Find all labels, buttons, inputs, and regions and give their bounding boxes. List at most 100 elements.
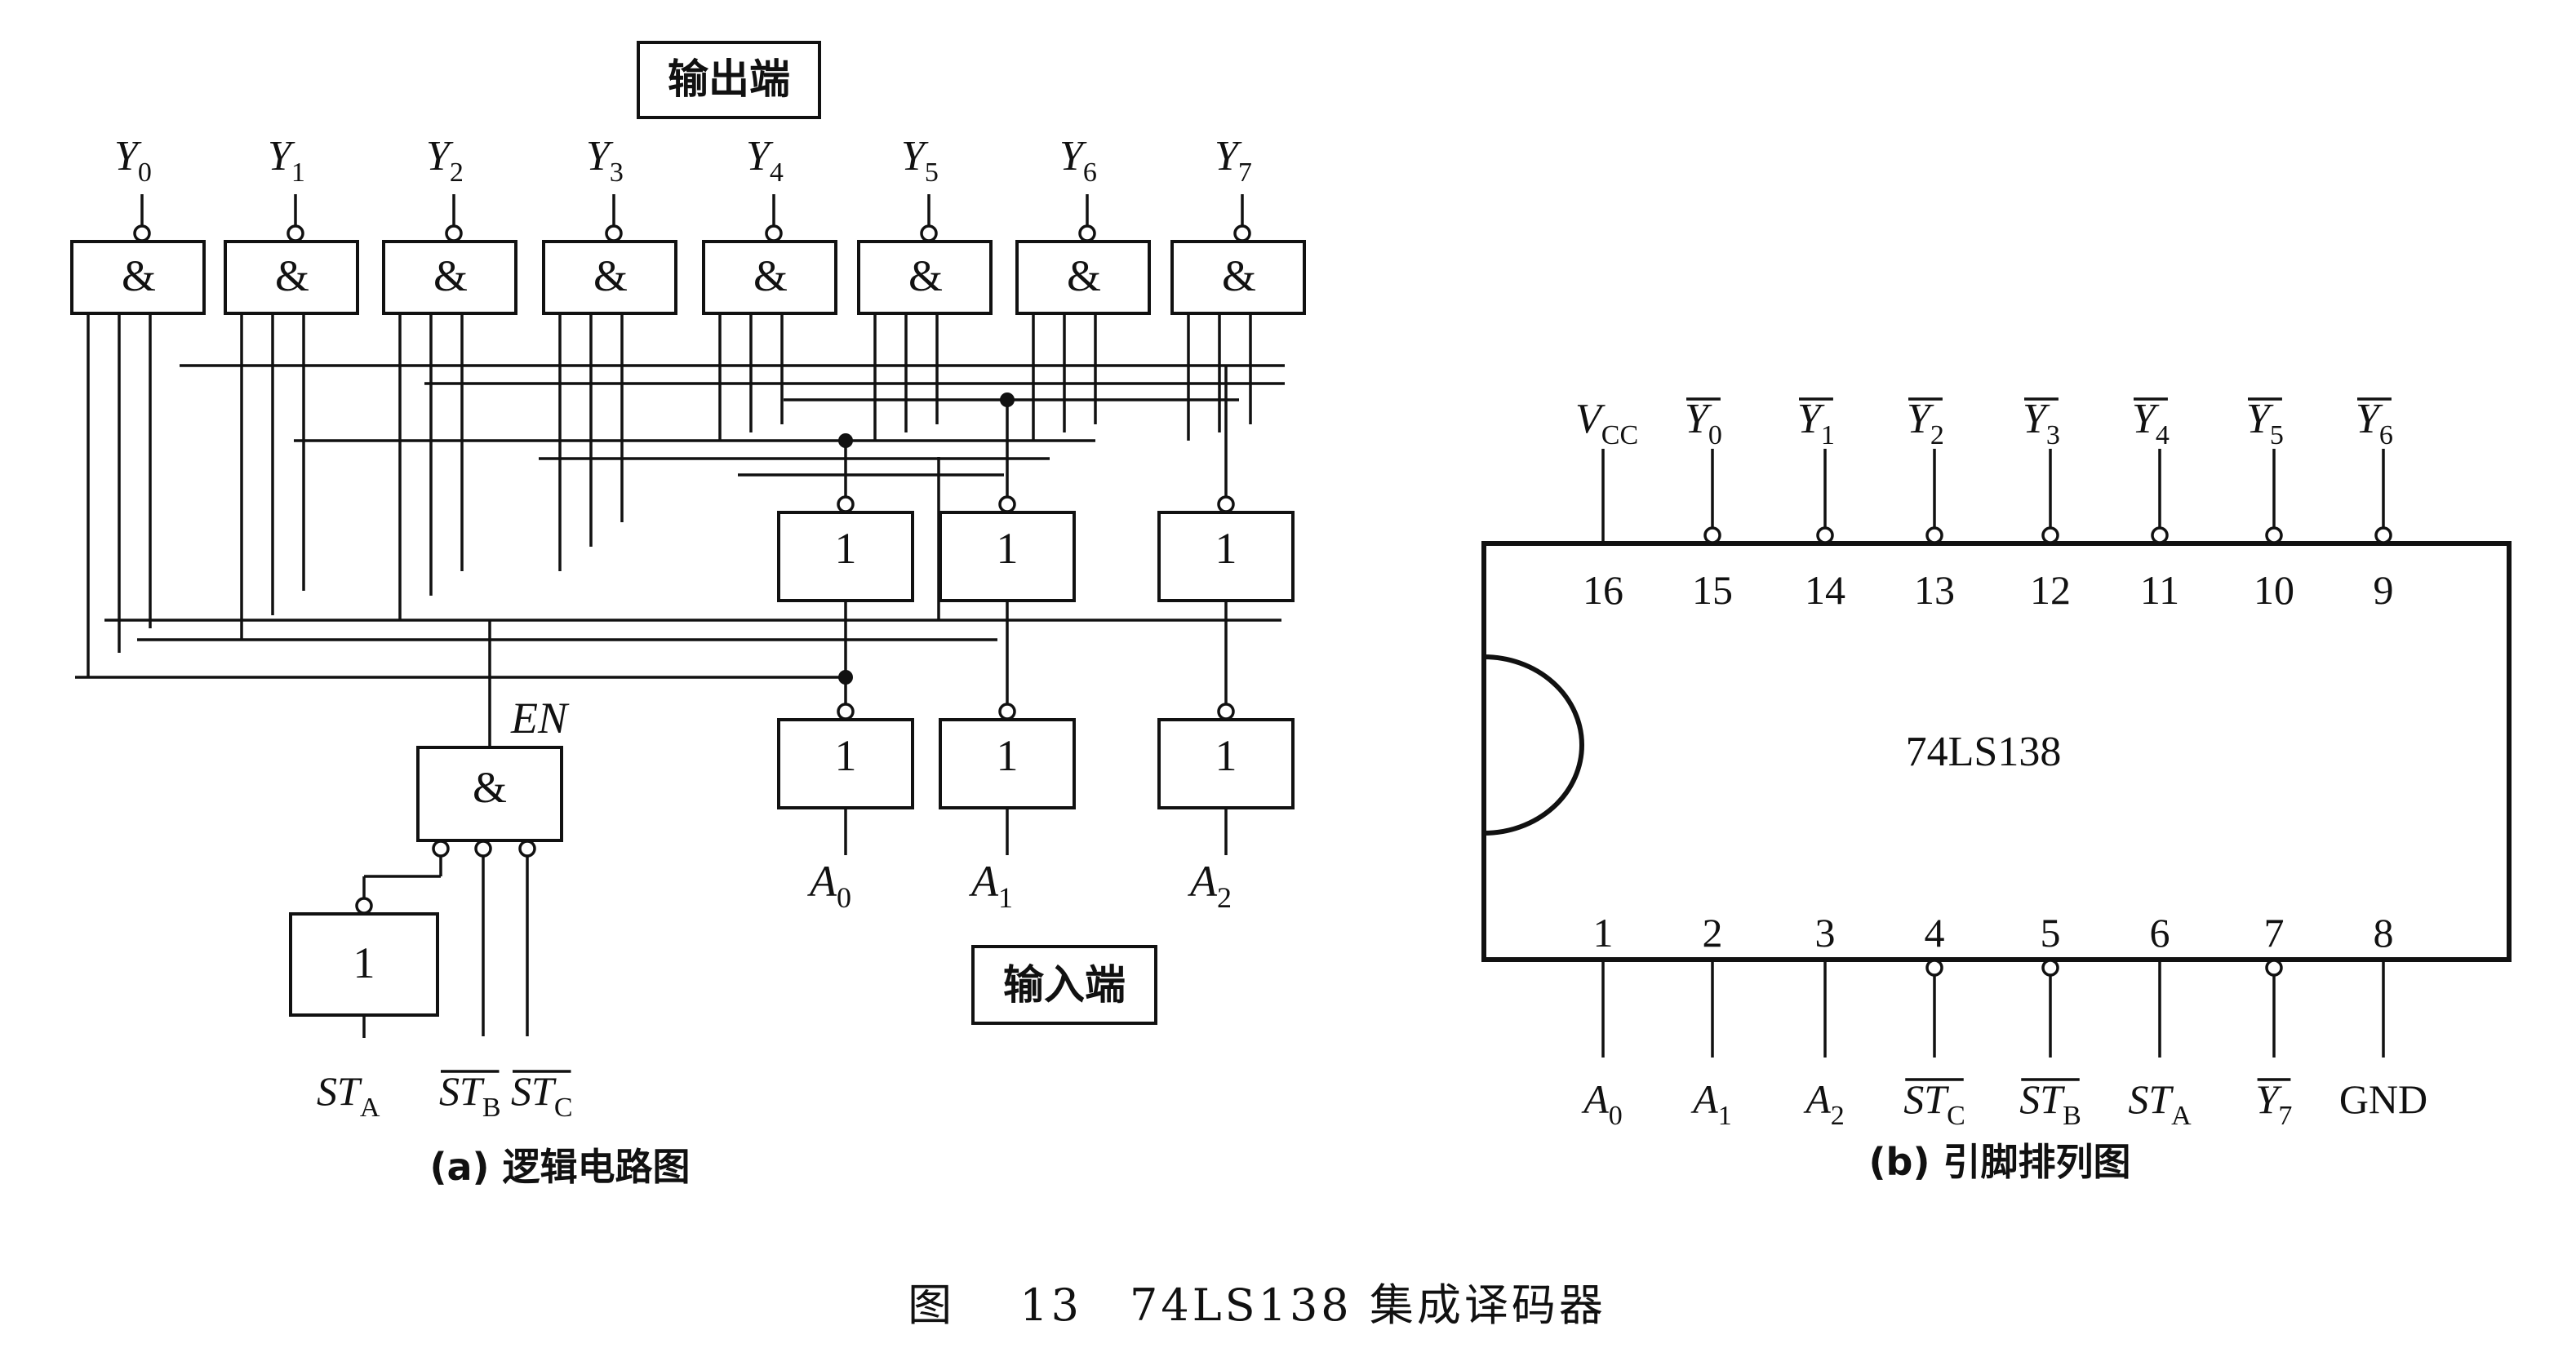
pin-number: 12 [2030, 567, 2071, 613]
inversion-bubble [998, 495, 1016, 513]
bottom-pin-2: 2A1 [1690, 910, 1732, 1131]
top-pin-label: Y0 [1685, 396, 1722, 450]
bottom-pin-label: A1 [1690, 1076, 1732, 1131]
input-terminal-box: 输入端 [971, 945, 1157, 1025]
pin-number: 6 [2150, 910, 2170, 956]
and-gate-y7: & [1170, 194, 1306, 315]
and-symbol: & [433, 251, 468, 300]
input-label-a2: A2 [1188, 857, 1232, 914]
bottom-pin-label: Y7 [2256, 1076, 2293, 1131]
bottom-pin-7: 7Y7 [2256, 910, 2293, 1131]
inversion-bubble [1217, 495, 1235, 513]
bottom-pin-1: 1A0 [1581, 910, 1623, 1131]
pin-number: 8 [2374, 910, 2394, 956]
inversion-bubble [837, 495, 855, 513]
not-symbol: 1 [835, 731, 857, 780]
top-pin-label: Y1 [1797, 396, 1835, 450]
and-gate-y0: & [70, 194, 206, 315]
pin-number: 9 [2374, 567, 2394, 613]
output-bubble [133, 224, 151, 242]
pin-bubble [2041, 959, 2059, 977]
pin-number: 10 [2254, 567, 2294, 613]
enable-input-bubble [474, 840, 492, 858]
top-pin-label: Y3 [2023, 396, 2060, 450]
pinout-caption: (b) 引脚排列图 [1869, 1140, 2131, 1184]
top-pin-label: VCC [1575, 396, 1638, 450]
pin-number: 2 [1703, 910, 1723, 956]
inversion-bubble [998, 703, 1016, 721]
output-bubble [1233, 224, 1251, 242]
and-symbol: & [908, 251, 943, 300]
not-gate-upper-a0: 1 [777, 495, 914, 602]
enable-label-stc: STC [511, 1068, 573, 1123]
and-symbol: & [1222, 251, 1256, 300]
bottom-pin-label: A0 [1581, 1076, 1623, 1131]
logic-caption: (a) 逻辑电路图 [429, 1145, 690, 1189]
and-gate-y6: & [1015, 194, 1151, 315]
pinout-diagram: 74LS138 16VCC15Y014Y113Y212Y311Y410Y59Y6… [1481, 396, 2512, 1184]
inversion-bubble [1217, 703, 1235, 721]
bottom-pin-label: STB [2019, 1076, 2081, 1131]
output-terminal-box: 输出端 [637, 41, 821, 119]
enable-and-gate: & EN [416, 694, 570, 842]
and-symbol: & [1067, 251, 1101, 300]
output-bubble [920, 224, 938, 242]
pin-bubble [1925, 526, 1943, 544]
top-pin-12: 12 Y3 [2023, 396, 2071, 613]
pin-number: 5 [2041, 910, 2061, 956]
and-gate-y5: & [857, 194, 993, 315]
enable-label-stb: STB [439, 1068, 501, 1123]
output-terminal-label: 输出端 [668, 55, 790, 103]
output-label-y6: Y6 [1059, 133, 1097, 188]
top-pin-label: Y5 [2246, 396, 2284, 450]
output-bubble [286, 224, 304, 242]
and-symbol: & [753, 251, 788, 300]
and-symbol: & [593, 251, 628, 300]
output-label-y1: Y1 [268, 133, 305, 188]
pin-bubble [1703, 526, 1721, 544]
and-symbol: & [122, 251, 156, 300]
bottom-pin-label: STC [1903, 1076, 1965, 1131]
not-symbol: 1 [835, 524, 857, 573]
pin-bubble [2374, 526, 2392, 544]
not-gate-upper-a1: 1 [939, 495, 1076, 602]
enable-input-bubble [518, 840, 536, 858]
not-gate-lower-a0: 1 [777, 703, 914, 855]
enable-label-sta: STA [317, 1068, 380, 1123]
output-bubble [605, 224, 623, 242]
output-label-y0: Y0 [114, 133, 152, 188]
pin-bubble [1816, 526, 1834, 544]
pin-bubble [2265, 959, 2283, 977]
bottom-pin-3: 3A2 [1803, 910, 1845, 1131]
bottom-pin-label: GND [2339, 1076, 2427, 1122]
pin-number: 11 [2140, 567, 2179, 613]
junction-dot [838, 670, 853, 685]
not-symbol: 1 [1215, 731, 1237, 780]
pin-number: 1 [1593, 910, 1614, 956]
output-bubble [765, 224, 783, 242]
chip-notch [1483, 654, 1584, 836]
figure-caption: 图 13 74LS138 集成译码器 [908, 1279, 1606, 1331]
and-gate-y1: & [224, 194, 359, 315]
pin-number: 4 [1925, 910, 1945, 956]
not-symbol: 1 [997, 524, 1019, 573]
pin-number: 16 [1583, 567, 1623, 613]
top-pin-15: 15 Y0 [1685, 396, 1733, 613]
not-gate-lower-a2: 1 [1157, 703, 1295, 855]
and-gate-y3: & [542, 194, 677, 315]
pin-number: 15 [1692, 567, 1733, 613]
top-pin-label: Y2 [1907, 396, 1944, 450]
top-pin-9: 9Y6 [2356, 396, 2394, 613]
sta-bubble [355, 897, 373, 915]
